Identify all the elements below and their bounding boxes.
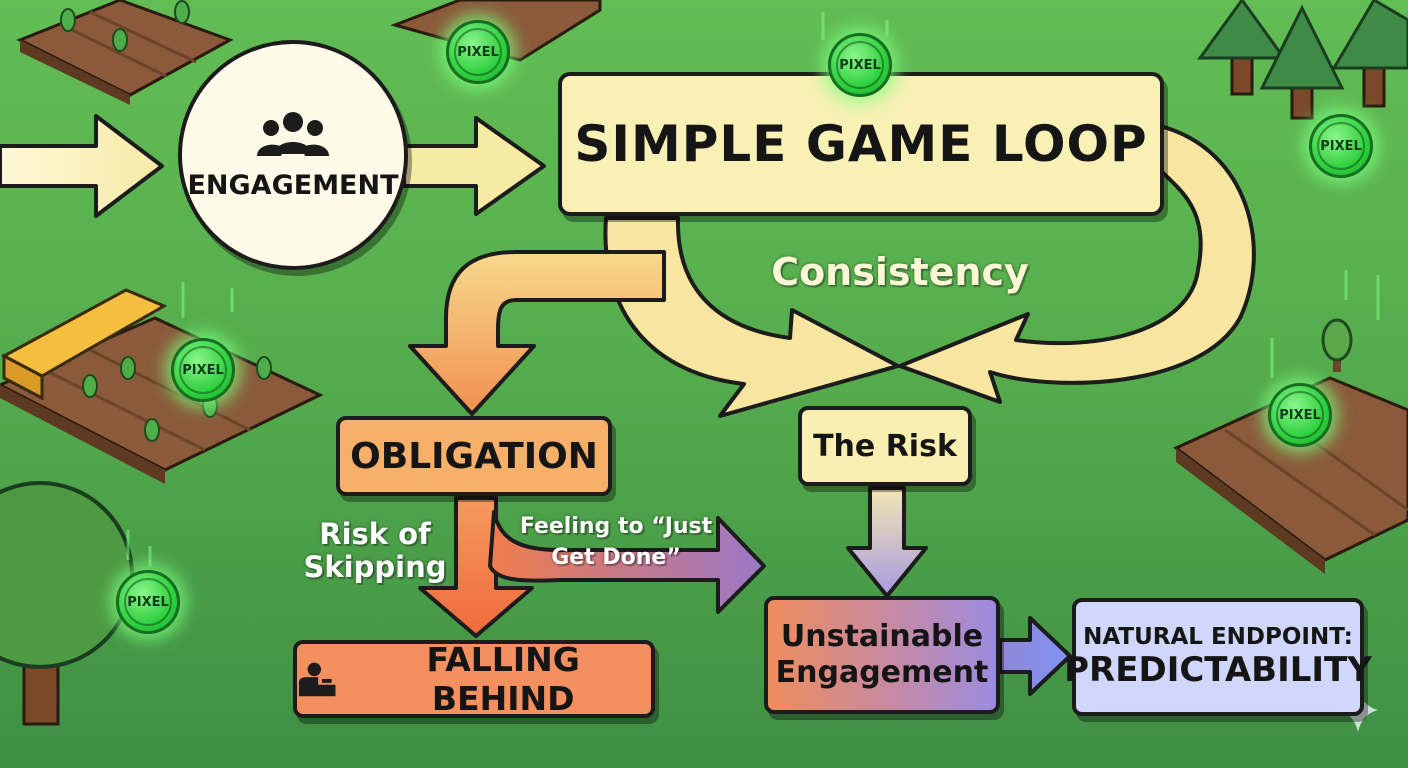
falling-behind-node: FALLING BEHIND [293, 640, 655, 718]
coin-label: PIXEL [1320, 138, 1362, 154]
obligation-label: OBLIGATION [350, 435, 598, 477]
pixel-coin-icon: PIXEL [116, 570, 180, 634]
pixel-coin-icon: PIXEL [828, 33, 892, 97]
pixel-coin-icon: PIXEL [171, 338, 235, 402]
risk-node: The Risk [798, 406, 972, 486]
coin-label: PIXEL [127, 594, 169, 610]
farm-plot-icon [0, 288, 324, 484]
feeling-arrow [488, 510, 766, 614]
coin-label: PIXEL [182, 362, 224, 378]
sparkle-trail [126, 12, 1380, 566]
incoming-arrow [0, 114, 164, 218]
farm-plot-icon [16, 0, 234, 105]
tree-icon [1197, 0, 1408, 120]
feeling-label: Feeling to “Just Get Done” [519, 514, 713, 570]
coin-label: PIXEL [457, 44, 499, 60]
unsustainable-to-endpoint-arrow [998, 616, 1072, 696]
farm-plot-icon [1173, 318, 1408, 574]
tree-icon [0, 481, 134, 726]
risk-label: The Risk [813, 428, 957, 464]
consistency-label: Consistency [771, 250, 1029, 294]
coin-label: PIXEL [839, 57, 881, 73]
engagement-node: ENGAGEMENT [178, 40, 408, 270]
endpoint-heading: NATURAL ENDPOINT: [1083, 624, 1353, 651]
loop-to-obligation-arrow [408, 250, 666, 416]
person-desk-icon [298, 662, 336, 697]
engagement-label: ENGAGEMENT [187, 169, 399, 201]
pixel-coin-icon: PIXEL [1268, 383, 1332, 447]
natural-endpoint-node: NATURAL ENDPOINT: PREDICTABILITY [1064, 598, 1372, 716]
falling-behind-label: FALLING BEHIND [426, 640, 580, 718]
coin-label: PIXEL [1279, 407, 1321, 423]
risk-to-unsustainable-arrow [846, 486, 928, 598]
diagram-title: SIMPLE GAME LOOP [574, 115, 1148, 173]
obligation-node: OBLIGATION [336, 416, 612, 496]
pixel-coin-icon: PIXEL [446, 20, 510, 84]
pixel-coin-icon: PIXEL [1309, 114, 1373, 178]
endpoint-value: PREDICTABILITY [1064, 649, 1372, 690]
users-group-icon [257, 111, 329, 156]
engagement-to-loop-arrow [402, 116, 546, 216]
unsustainable-engagement-node: Unstainable Engagement [764, 596, 1000, 714]
risk-of-skipping-label: Risk of Skipping [303, 517, 447, 585]
unsustainable-label: Unstainable Engagement [775, 619, 989, 690]
